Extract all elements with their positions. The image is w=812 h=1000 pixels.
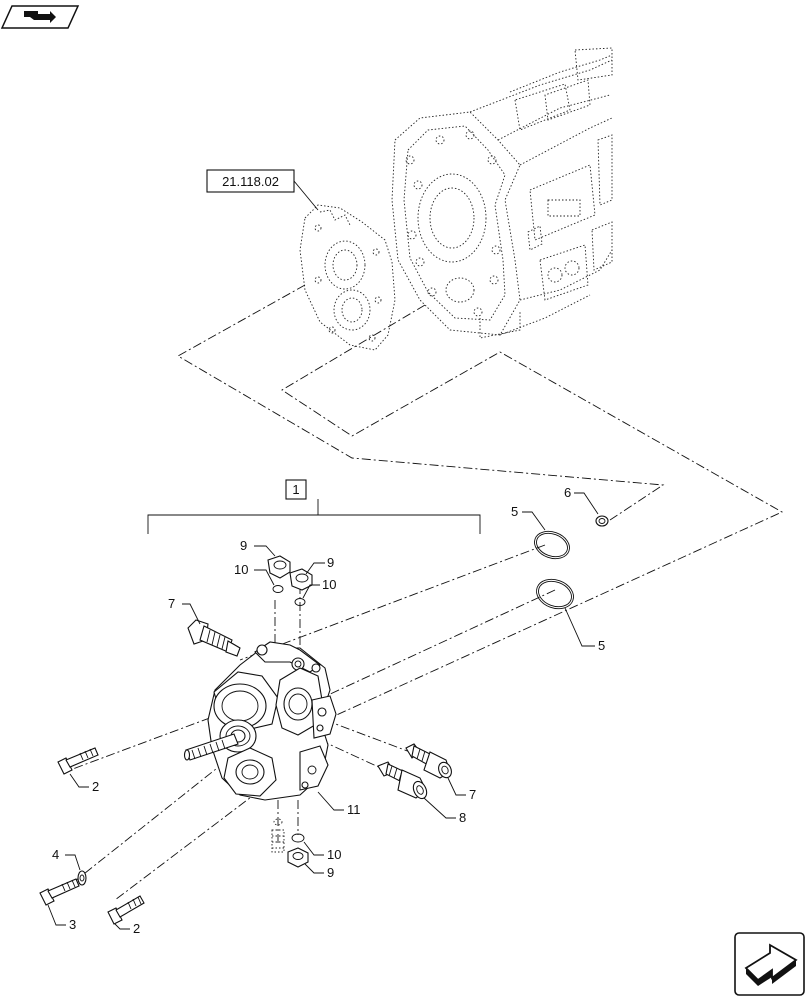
callout-10-upper-left: 10 [234,562,248,577]
o-ring-upper [534,530,570,560]
washer-4 [77,870,87,886]
bolt-lower-right-2 [107,895,145,925]
assembly-bracket [147,499,481,534]
reference-number: 21.118.02 [222,174,279,189]
callout-9-upper-left: 9 [240,538,247,553]
callout-11: 11 [347,802,361,817]
callout-9-upper-right: 9 [327,555,334,570]
transmission-housing [391,47,613,339]
alignment-lines [69,284,783,901]
hydraulic-pump-assembly [183,641,337,801]
callout-4: 4 [52,847,59,862]
callout-5-lower: 5 [598,638,605,653]
callout-2-lower: 2 [133,921,140,936]
plug-part-6 [595,515,609,527]
callout-6: 6 [564,485,571,500]
next-page-icon[interactable] [734,932,805,996]
assembly-box [285,479,307,500]
nut-upper-left [267,555,291,579]
callout-10-upper-right: 10 [322,577,336,592]
bolt-lower-left-3 [39,878,80,906]
o-ring-lower [536,578,574,610]
callout-10-bottom: 10 [327,847,341,862]
nut-bottom [287,847,309,868]
fitting-right-7 [405,743,452,779]
callout-2-upper: 2 [92,779,99,794]
reference-leader [293,180,319,211]
previous-page-icon[interactable] [0,5,80,29]
callouts: 9 10 9 10 7 5 6 5 2 4 3 2 7 8 11 10 9 [52,485,605,936]
fitting-right-8 [377,761,428,800]
washer-upper-right [294,598,306,606]
washer-upper-left [272,585,284,593]
callout-8: 8 [459,810,466,825]
callout-5-upper: 5 [511,504,518,519]
leader-lines [47,492,599,930]
callout-7-right: 7 [469,787,476,802]
washer-bottom [291,833,305,843]
callout-7-left: 7 [168,596,175,611]
callout-3: 3 [69,917,76,932]
adapter-plate [299,204,396,351]
stud-bottom [271,818,285,853]
fitting-upper-left [187,619,241,657]
callout-9-bottom: 9 [327,865,334,880]
callout-1: 1 [292,482,299,497]
reference-link-box[interactable]: 21.118.02 [206,169,295,193]
bolt-upper-left [57,747,99,775]
